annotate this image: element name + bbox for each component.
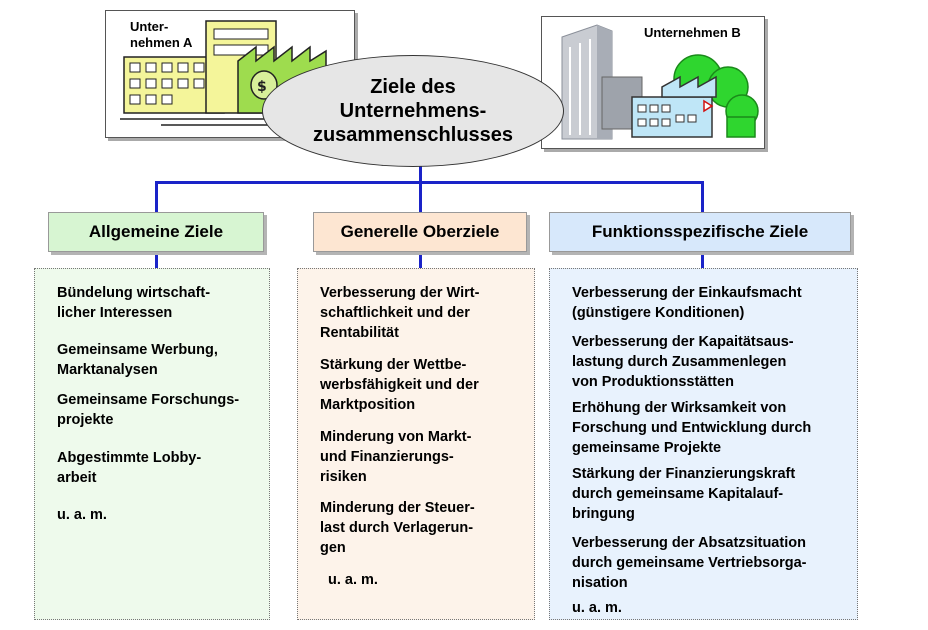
column-generelle-oberziele: Verbesserung der Wirt- schaftlichkeit un… (297, 268, 535, 620)
list-item: Minderung von Markt- und Finanzierungs- … (320, 429, 472, 485)
connector-horizontal (155, 181, 704, 184)
heading-funktionsspezifische-ziele: Funktionsspezifische Ziele (549, 212, 851, 252)
heading-allgemeine-ziele: Allgemeine Ziele (48, 212, 264, 252)
list-item: Verbesserung der Kapaitätsaus- lastung d… (572, 334, 794, 390)
list-item: Erhöhung der Wirksamkeit von Forschung u… (572, 400, 812, 456)
company-b-card: Unternehmen B (541, 16, 765, 149)
center-goal-ellipse: Ziele des Unternehmens- zusammenschlusse… (262, 55, 564, 167)
connector-drop-3 (701, 181, 704, 212)
connector-drop-1 (155, 181, 158, 212)
city-buildings-icon (561, 24, 759, 140)
list-item: Stärkung der Wettbe- werbsfähigkeit und … (320, 357, 479, 413)
column-funktionsspezifische-ziele: Verbesserung der Einkaufsmacht (günstige… (549, 268, 858, 620)
list-item: Gemeinsame Forschungs- projekte (57, 392, 240, 428)
heading-generelle-oberziele: Generelle Oberziele (313, 212, 527, 252)
list-item: u. a. m. (57, 507, 107, 523)
list-item: u. a. m. (328, 572, 378, 588)
connector-stub-2 (419, 252, 422, 268)
connector-stub-3 (701, 252, 704, 268)
company-b-label: Unternehmen B (644, 25, 741, 40)
list-item: Abgestimmte Lobby- arbeit (57, 450, 202, 486)
list-item: Stärkung der Finanzierungskraft durch ge… (572, 466, 796, 522)
company-a-label: Unter- nehmen A (130, 19, 193, 51)
svg-text:$: $ (257, 79, 267, 95)
list-item: Minderung der Steuer- last durch Verlage… (320, 500, 475, 556)
connector-drop-2 (419, 181, 422, 212)
list-item: Verbesserung der Wirt- schaftlichkeit un… (320, 285, 480, 341)
connector-stub-1 (155, 252, 158, 268)
list-item: u. a. m. (572, 600, 622, 616)
column-allgemeine-ziele: Bündelung wirtschaft- licher Interessen … (34, 268, 270, 620)
list-item: Verbesserung der Einkaufsmacht (günstige… (572, 285, 802, 321)
list-item: Bündelung wirtschaft- licher Interessen (57, 285, 211, 321)
list-item: Gemeinsame Werbung, Marktanalysen (57, 342, 218, 378)
connector-center-vertical (419, 165, 422, 183)
list-item: Verbesserung der Absatzsituation durch g… (572, 535, 807, 591)
